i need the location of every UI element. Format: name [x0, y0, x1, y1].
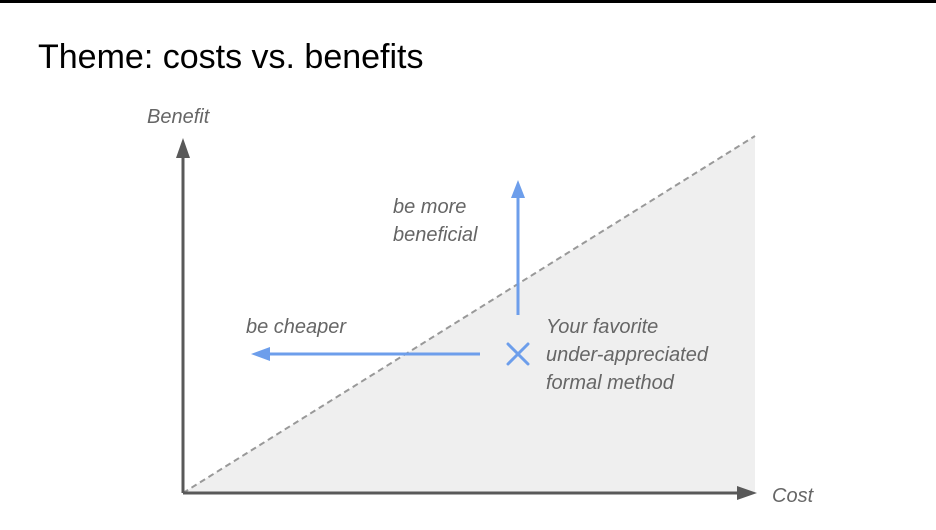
be-cheaper-label: be cheaper [246, 316, 347, 338]
slide-title: Theme: costs vs. benefits [38, 38, 424, 76]
method-label-line1: Your favorite [546, 316, 658, 338]
top-border [0, 0, 936, 3]
x-axis-arrowhead [737, 486, 757, 500]
y-axis-label: Benefit [147, 106, 211, 128]
be-more-label-line2: beneficial [393, 224, 478, 246]
y-axis-arrowhead [176, 138, 190, 158]
diagonal-dashed-line [182, 135, 756, 494]
x-axis-label: Cost [772, 485, 815, 507]
left-arrow-head [251, 347, 270, 361]
method-label-line2: under-appreciated [546, 344, 709, 366]
be-more-label-line1: be more [393, 196, 466, 218]
x-mark-icon [506, 342, 530, 366]
up-arrow-head [511, 180, 525, 198]
method-label-line3: formal method [546, 372, 675, 394]
